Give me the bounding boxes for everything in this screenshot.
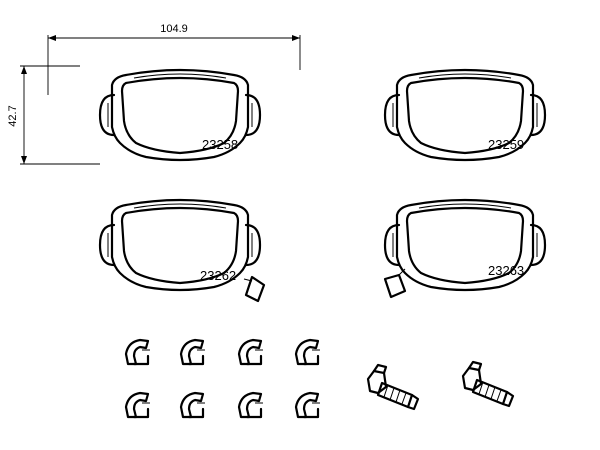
part-number-23259: 23259 bbox=[488, 137, 524, 152]
spring-clip bbox=[237, 338, 265, 366]
brake-pad-23262 bbox=[98, 198, 266, 303]
part-number-23262: 23262 bbox=[200, 268, 236, 283]
height-dimension: 42.7 bbox=[7, 65, 100, 165]
guide-bolt bbox=[461, 360, 515, 408]
guide-bolt bbox=[366, 363, 420, 411]
guide-bolts bbox=[366, 360, 515, 411]
spring-clip bbox=[179, 338, 207, 366]
spring-clips bbox=[124, 338, 322, 419]
wear-sensor-tab bbox=[383, 268, 407, 299]
spring-clip bbox=[294, 338, 322, 366]
part-number-23263: 23263 bbox=[488, 263, 524, 278]
wear-sensor-tab bbox=[243, 275, 266, 303]
spring-clip bbox=[179, 391, 207, 419]
brake-pad-23263 bbox=[383, 198, 547, 299]
width-label: 104.9 bbox=[160, 23, 188, 35]
spring-clip bbox=[124, 391, 152, 419]
height-label: 42.7 bbox=[7, 105, 19, 126]
spring-clip bbox=[124, 338, 152, 366]
spring-clip bbox=[294, 391, 322, 419]
part-number-23258: 23258 bbox=[202, 137, 238, 152]
width-dimension: 104.9 bbox=[47, 23, 301, 95]
spring-clip bbox=[237, 391, 265, 419]
